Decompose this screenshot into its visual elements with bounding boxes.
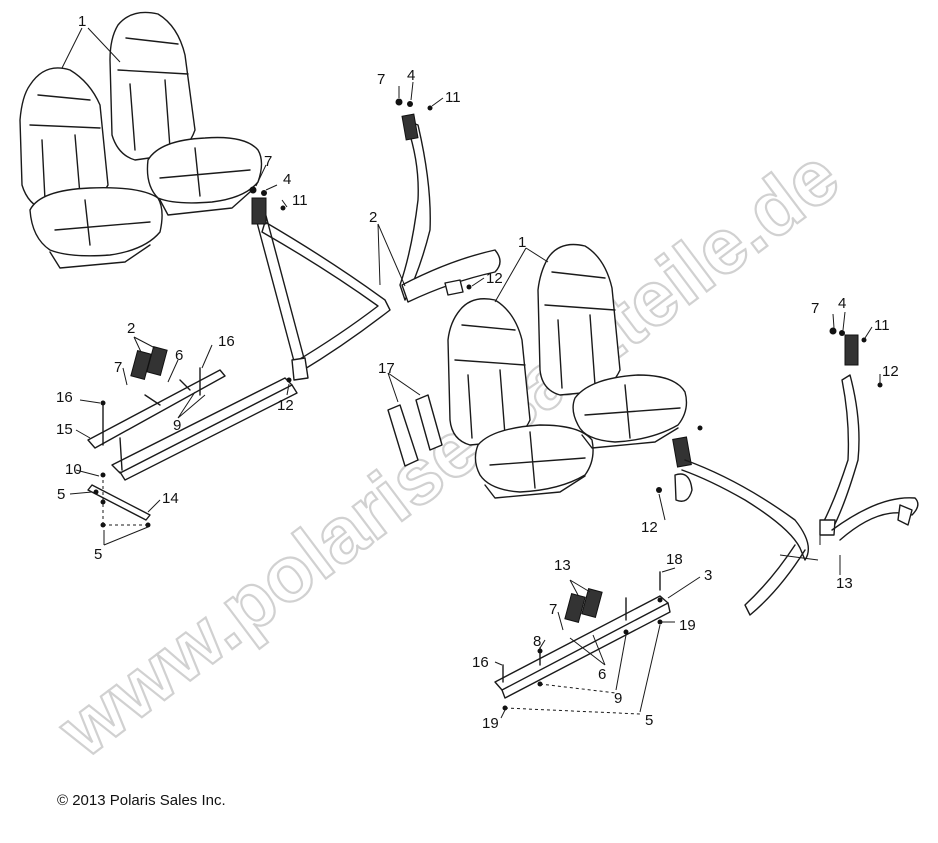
callout-7: 7	[114, 359, 122, 376]
callout-15: 15	[56, 421, 73, 438]
callout-12: 12	[277, 397, 294, 414]
callout-12: 12	[882, 363, 899, 380]
callout-13: 13	[554, 557, 571, 574]
belt-lower-right	[672, 436, 809, 616]
callout-7: 7	[264, 153, 272, 170]
belt-upper-right	[819, 334, 919, 541]
callout-1: 1	[518, 234, 526, 251]
callout-16: 16	[472, 654, 489, 671]
callout-12: 12	[486, 270, 503, 287]
callout-2: 2	[127, 320, 135, 337]
callout-9: 9	[614, 690, 622, 707]
callout-7: 7	[377, 71, 385, 88]
seat-left-rear	[19, 67, 163, 269]
callout-4: 4	[283, 171, 291, 188]
callout-4: 4	[407, 67, 415, 84]
callout-9: 9	[173, 417, 181, 434]
callout-1: 1	[78, 13, 86, 30]
callout-4: 4	[838, 295, 846, 312]
callout-11: 11	[445, 89, 461, 106]
callout-14: 14	[162, 490, 179, 507]
belt-upper-left	[251, 197, 391, 381]
callout-numbers: 1 7 4 11 7 4 11 2 12 1 7 4 11 12 2 6 16 …	[56, 13, 899, 732]
callout-12: 12	[641, 519, 658, 536]
callout-7: 7	[549, 601, 557, 618]
belt-upper-center	[399, 113, 501, 303]
callout-6: 6	[175, 347, 183, 364]
callout-16: 16	[56, 389, 73, 406]
callout-6: 6	[598, 666, 606, 683]
leader-lines	[61, 27, 881, 719]
seat-right-front	[537, 243, 688, 449]
callout-5: 5	[57, 486, 65, 503]
callout-2: 2	[369, 209, 377, 226]
seat-left-front	[109, 11, 263, 216]
callout-5: 5	[94, 546, 102, 563]
callout-10: 10	[65, 461, 82, 478]
watermark-text: www.polarisersatzteile.de	[41, 131, 854, 774]
callout-11: 11	[292, 192, 308, 209]
callout-16: 16	[218, 333, 235, 350]
callout-18: 18	[666, 551, 683, 568]
callout-7: 7	[811, 300, 819, 317]
callout-19: 19	[679, 617, 696, 634]
pads	[387, 394, 443, 467]
bracket-right	[494, 571, 671, 699]
callout-17: 17	[378, 360, 395, 377]
callout-13: 13	[836, 575, 853, 592]
callout-3: 3	[704, 567, 712, 584]
seat-right-rear	[447, 298, 594, 499]
hardware-dots	[93, 98, 883, 711]
callout-11: 11	[874, 317, 890, 334]
callout-8: 8	[533, 633, 541, 650]
callout-19: 19	[482, 715, 499, 732]
callout-5: 5	[645, 712, 653, 729]
copyright-text: © 2013 Polaris Sales Inc.	[57, 792, 226, 809]
